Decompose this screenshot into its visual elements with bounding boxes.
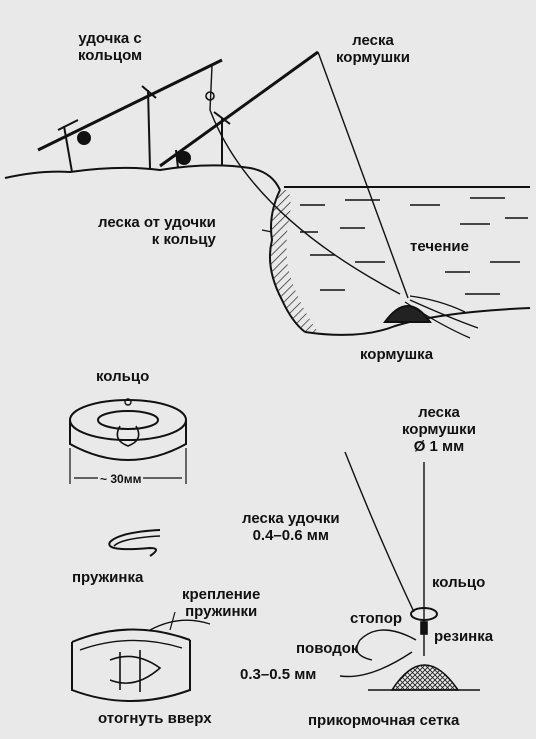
ring-hole-top	[124, 398, 132, 406]
spring-detail	[108, 529, 161, 557]
ring-on-rig	[410, 607, 438, 621]
label-ring-title: кольцо	[96, 368, 150, 385]
ring-spring-on-ring	[116, 425, 140, 447]
label-leader: поводок	[296, 640, 359, 657]
label-line-to-ring-line2: к кольцу	[151, 231, 216, 248]
label-bend-up: отогнуть вверх	[98, 710, 212, 727]
bait-net	[390, 664, 460, 691]
label-feeder-line-diameter: Ø 1 мм	[413, 438, 465, 455]
spring-shape	[108, 529, 161, 557]
rod-1-stand-b2	[141, 85, 157, 99]
label-leader-diameter: 0.3–0.5 мм	[240, 666, 317, 683]
label-stopper: стопор	[350, 610, 403, 627]
rod-1-stand-b	[147, 89, 151, 169]
mount-ring-inner	[79, 639, 183, 651]
leader-left	[356, 629, 417, 661]
rod-line-curve	[344, 451, 415, 613]
label-feeder-line-detail: леска кормушки Ø 1 мм	[402, 404, 476, 455]
label-feeder: кормушка	[360, 346, 434, 363]
label-spring-mount-line1: крепление	[182, 586, 261, 603]
label-ring-size: ~ 30мм	[98, 471, 144, 488]
line-from-rod-to-ring	[209, 109, 401, 295]
rod-2-stand-a	[175, 149, 179, 169]
label-rod-with-ring-line2: кольцом	[78, 47, 143, 64]
label-ring-detail: кольцо	[432, 574, 486, 591]
label-line-to-ring-line1: леска от удочки	[98, 214, 216, 231]
river-bottom	[304, 307, 531, 336]
label-feeder-line-top-line1: леска	[352, 32, 394, 49]
label-line-to-ring: леска от удочки к кольцу	[98, 214, 216, 248]
label-spring-mount: крепление пружинки	[182, 586, 260, 620]
ring-on-line	[205, 91, 215, 101]
mount-ring-top	[71, 628, 191, 643]
mount-spring-b	[119, 650, 141, 692]
ring-side	[69, 420, 187, 461]
label-feeder-line-top: леска кормушки	[336, 32, 410, 66]
label-feeder-line-detail-line1: леска	[418, 404, 460, 421]
rod-1-line	[209, 65, 213, 111]
bank-hatch	[269, 190, 318, 332]
leader-left-2	[339, 651, 413, 678]
label-rod-line: леска удочки 0.4–0.6 мм	[242, 510, 340, 544]
rod-1-stand-a2	[57, 119, 79, 131]
label-spring-mount-line2: пружинки	[185, 603, 258, 620]
label-feeder-line-detail-line2: кормушки	[402, 421, 476, 438]
label-current: течение	[410, 238, 469, 255]
leader-lines	[404, 295, 479, 339]
bank-surface	[4, 164, 281, 191]
rig-detail	[339, 451, 480, 691]
pointer-lines	[169, 229, 273, 631]
water-ripples	[300, 197, 528, 295]
reel-1	[77, 131, 91, 145]
label-rod-line-line2: 0.4–0.6 мм	[252, 527, 329, 544]
mount-spring-tail	[149, 619, 211, 631]
label-rubber: резинка	[434, 628, 494, 645]
label-feeder-line-top-line2: кормушки	[336, 49, 410, 66]
rod-1-stand-a	[63, 125, 73, 173]
label-spring: пружинка	[72, 569, 144, 586]
bank-and-water-scene	[4, 50, 531, 339]
spring-mount-detail	[71, 619, 211, 702]
rod-2	[159, 50, 319, 168]
label-rod-line-line1: леска удочки	[242, 510, 340, 527]
label-bait-net: прикормочная сетка	[308, 712, 460, 729]
rod-2-stand-b2	[213, 111, 231, 125]
mount-ring-body	[71, 640, 191, 702]
ring-inner-top	[97, 410, 159, 430]
spring-shape-2	[113, 535, 161, 547]
label-rod-with-ring-line1: удочка с	[78, 30, 142, 47]
reel-2	[177, 151, 191, 165]
rubber-stop	[420, 621, 428, 635]
feeder-line	[317, 51, 409, 299]
label-rod-with-ring: удочка с кольцом	[78, 30, 142, 64]
mount-spring-a	[109, 655, 162, 684]
ring-outer-top	[69, 399, 187, 441]
rod-1	[37, 58, 223, 152]
